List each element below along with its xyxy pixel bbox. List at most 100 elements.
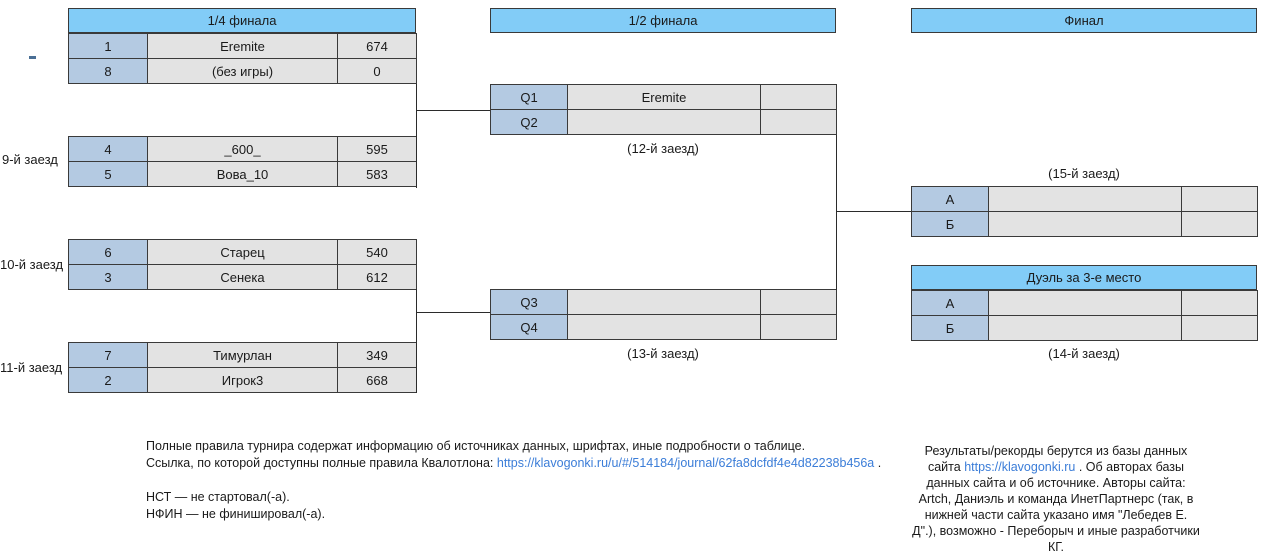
player-name-cell: Вова_10 (147, 161, 338, 187)
seed-cell: А (911, 290, 989, 316)
table-row: Б (911, 211, 1258, 237)
rules-link[interactable]: https://klavogonki.ru/u/#/514184/journal… (496, 456, 875, 470)
quarterfinal-match-2: 4 _600_ 595 5 Вова_10 583 (68, 136, 417, 187)
score-cell (1181, 211, 1258, 237)
data-source-note: Результаты/рекорды берутся из базы данны… (911, 443, 1201, 555)
player-name-cell (988, 315, 1182, 341)
klavogonki-site-link[interactable]: https://klavogonki.ru (964, 460, 1076, 474)
score-cell: 595 (337, 136, 417, 162)
rules-note-line-2: Ссылка, по которой доступны полные прави… (146, 455, 881, 472)
table-row: 8 (без игры) 0 (68, 58, 417, 84)
seed-cell: Q3 (490, 289, 568, 315)
left-stub-marker (29, 56, 36, 59)
stage-header-quarterfinal: 1/4 финала (68, 8, 416, 33)
race-caption-semifinal-2: (13-й заезд) (627, 346, 699, 361)
player-name-cell (567, 314, 761, 340)
data-source-text-part-2: . Об авторах базы данных сайта и об исто… (912, 460, 1200, 554)
table-row: 2 Игрок3 668 (68, 367, 417, 393)
player-name-cell: Eremite (147, 33, 338, 59)
stage-header-semifinal: 1/2 финала (490, 8, 836, 33)
race-label-quarterfinal-2: 9-й заезд (2, 152, 58, 167)
table-row: А (911, 290, 1258, 316)
player-name-cell (988, 186, 1182, 212)
player-name-cell: Eremite (567, 84, 761, 110)
player-name-cell (988, 290, 1182, 316)
table-row: 4 _600_ 595 (68, 136, 417, 162)
player-name-cell: Игрок3 (147, 367, 338, 393)
score-cell (760, 314, 837, 340)
race-label-quarterfinal-3: 10-й заезд (0, 257, 64, 272)
rules-note: Полные правила турнира содержат информац… (146, 438, 881, 472)
race-caption-semifinal-1: (12-й заезд) (627, 141, 699, 156)
connector-vertical-qf-bottom (416, 289, 417, 393)
seed-cell: Б (911, 315, 989, 341)
seed-cell: А (911, 186, 989, 212)
player-name-cell: Старец (147, 239, 338, 265)
score-cell: 583 (337, 161, 417, 187)
final-match: А Б (911, 186, 1258, 237)
seed-cell: Q4 (490, 314, 568, 340)
race-caption-third-place: (14-й заезд) (1048, 346, 1120, 361)
data-source-text-part-1: Результаты/рекорды берутся из базы данны… (924, 444, 1188, 474)
connector-horizontal-to-semifinal-2 (416, 312, 491, 313)
connector-vertical-qf-top (416, 84, 417, 188)
rules-note-line-1: Полные правила турнира содержат информац… (146, 439, 806, 453)
table-row: Q2 (490, 109, 837, 135)
abbr-nfin-line: НФИН — не финишировал(-а). (146, 507, 326, 521)
quarterfinal-match-3: 6 Старец 540 3 Сенека 612 (68, 239, 417, 290)
semifinal-match-2: Q3 Q4 (490, 289, 837, 340)
seed-cell: 4 (68, 136, 148, 162)
score-cell: 0 (337, 58, 417, 84)
third-place-match: А Б (911, 290, 1258, 341)
seed-cell: 5 (68, 161, 148, 187)
table-row: Б (911, 315, 1258, 341)
score-cell (760, 109, 837, 135)
score-cell: 540 (337, 239, 417, 265)
score-cell: 674 (337, 33, 417, 59)
score-cell: 349 (337, 342, 417, 368)
connector-vertical-sf (836, 135, 837, 290)
player-name-cell: _600_ (147, 136, 338, 162)
score-cell: 612 (337, 264, 417, 290)
seed-cell: 1 (68, 33, 148, 59)
race-caption-final: (15-й заезд) (1048, 166, 1120, 181)
table-row: Q4 (490, 314, 837, 340)
table-row: 3 Сенека 612 (68, 264, 417, 290)
score-cell (1181, 290, 1258, 316)
seed-cell: Q1 (490, 84, 568, 110)
player-name-cell: Тимурлан (147, 342, 338, 368)
table-row: 6 Старец 540 (68, 239, 417, 265)
rules-note-suffix: . (874, 456, 882, 470)
race-label-quarterfinal-4: 11-й заезд (0, 360, 63, 375)
abbreviations-note: НСТ — не стартовал(-а). НФИН — не финиши… (146, 489, 325, 523)
seed-cell: 3 (68, 264, 148, 290)
score-cell (760, 84, 837, 110)
player-name-cell: Сенека (147, 264, 338, 290)
seed-cell: Б (911, 211, 989, 237)
table-row: Q1 Eremite (490, 84, 837, 110)
seed-cell: 6 (68, 239, 148, 265)
table-row: Q3 (490, 289, 837, 315)
table-row: А (911, 186, 1258, 212)
score-cell (1181, 186, 1258, 212)
seed-cell: 7 (68, 342, 148, 368)
table-row: 1 Eremite 674 (68, 33, 417, 59)
abbr-nst-line: НСТ — не стартовал(-а). (146, 490, 290, 504)
semifinal-match-1: Q1 Eremite Q2 (490, 84, 837, 135)
table-row: 7 Тимурлан 349 (68, 342, 417, 368)
rules-note-prefix: Ссылка, по которой доступны полные прави… (146, 456, 497, 470)
table-row: 5 Вова_10 583 (68, 161, 417, 187)
seed-cell: 2 (68, 367, 148, 393)
score-cell: 668 (337, 367, 417, 393)
player-name-cell (567, 109, 761, 135)
score-cell (760, 289, 837, 315)
seed-cell: 8 (68, 58, 148, 84)
quarterfinal-match-1: 1 Eremite 674 8 (без игры) 0 (68, 33, 417, 84)
quarterfinal-match-4: 7 Тимурлан 349 2 Игрок3 668 (68, 342, 417, 393)
player-name-cell (988, 211, 1182, 237)
stage-header-final: Финал (911, 8, 1257, 33)
player-name-cell (567, 289, 761, 315)
connector-horizontal-to-final (836, 211, 912, 212)
connector-horizontal-to-semifinal-1 (416, 110, 491, 111)
